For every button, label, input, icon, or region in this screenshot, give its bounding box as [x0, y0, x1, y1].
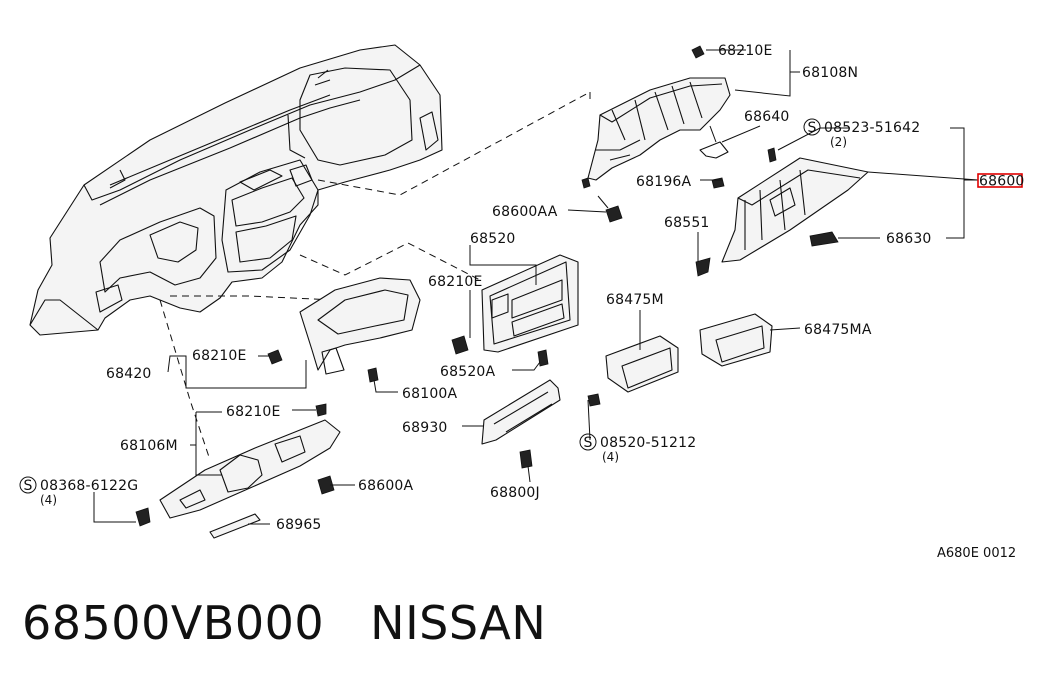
- label-08520-51212: 08520-51212: [600, 435, 696, 451]
- label-68475MA: 68475MA: [804, 322, 872, 338]
- leader-lines: [93, 49, 979, 525]
- instrument-panel-drawing: [29, 44, 443, 336]
- label-68965: 68965: [276, 517, 322, 533]
- part-labels: 68210E 68108N 68640 S 08523-51642 (2) 68…: [19, 43, 1025, 561]
- dashed-relation-lines: [159, 91, 591, 461]
- glove-box-housing-68108N: [581, 45, 731, 189]
- screw-symbol-3: [19, 476, 37, 494]
- label-68106M: 68106M: [120, 438, 178, 454]
- label-08368-6122G-qty: (4): [40, 493, 57, 507]
- screw-symbol-3-letter: S: [24, 478, 33, 494]
- glove-box-68630: [695, 147, 869, 277]
- footer-brand: NISSAN: [370, 596, 547, 650]
- clip-68600AA: [597, 195, 623, 223]
- cluster-lid-68420: [267, 277, 421, 383]
- label-68551: 68551: [664, 215, 710, 231]
- screw-symbol-1-letter: S: [808, 120, 817, 136]
- highlight-box-68600: [977, 173, 1023, 188]
- label-68420: 68420: [106, 366, 152, 382]
- label-68210E-mid: 68210E: [428, 274, 483, 290]
- highlight-label-clip: 68600: [979, 174, 1025, 190]
- label-68520: 68520: [470, 231, 516, 247]
- cluster-bezel-68520: [451, 254, 579, 367]
- panel-68930: [481, 379, 561, 469]
- label-68630: 68630: [886, 231, 932, 247]
- striker-68640: [699, 141, 729, 189]
- label-68930: 68930: [402, 420, 448, 436]
- footer-caption: 68500VB000 NISSAN: [22, 596, 546, 650]
- label-68600A: 68600A: [358, 478, 414, 494]
- screw-symbol-2-letter: S: [584, 435, 593, 451]
- label-08523-51642-qty: (2): [830, 135, 847, 149]
- label-68108N: 68108N: [802, 65, 858, 81]
- label-68210E-top: 68210E: [718, 43, 773, 59]
- screw-symbol-2: [579, 433, 597, 451]
- footer-part-number: 68500VB000: [22, 596, 325, 650]
- lower-cover-68106M: [135, 403, 341, 527]
- label-68210E-low: 68210E: [226, 404, 281, 420]
- trim-strip-68965: [209, 513, 261, 539]
- label-68600AA: 68600AA: [492, 204, 558, 220]
- label-68520A: 68520A: [440, 364, 496, 380]
- label-08523-51642: 08523-51642: [824, 120, 920, 136]
- screw-symbol-1: [803, 118, 821, 136]
- label-68600-highlight: 68600: [979, 174, 1025, 190]
- label-08520-51212-qty: (4): [602, 450, 619, 464]
- label-68640: 68640: [744, 109, 790, 125]
- label-68100A: 68100A: [402, 386, 458, 402]
- label-68196A: 68196A: [636, 174, 692, 190]
- label-68475M: 68475M: [606, 292, 664, 308]
- label-68800J: 68800J: [490, 485, 540, 501]
- reference-code: A680E 0012: [937, 546, 1016, 561]
- label-08368-6122G: 08368-6122G: [40, 478, 138, 494]
- label-68210E-left: 68210E: [192, 348, 247, 364]
- pocket-68475M: [587, 335, 679, 407]
- pocket-68475MA: [699, 313, 773, 367]
